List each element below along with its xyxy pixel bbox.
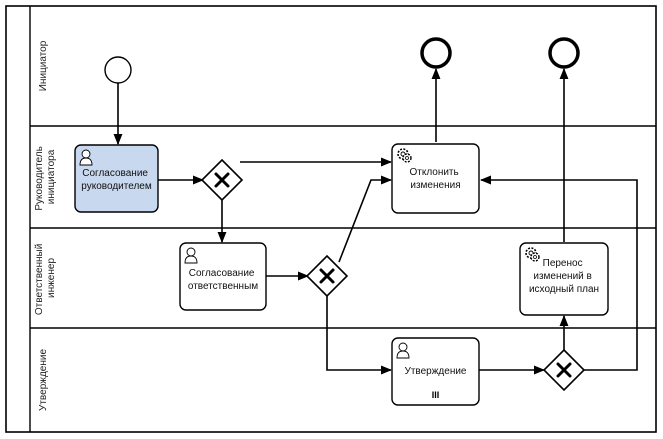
task-label: руководителем (81, 181, 152, 192)
svg-text:Инициатор: Инициатор (38, 40, 49, 91)
task-label: исходный план (529, 284, 599, 295)
x-icon (214, 172, 230, 188)
task-label: Отклонить (409, 167, 458, 178)
task-label: Перенос (543, 258, 583, 269)
lane-label: инженер (46, 258, 57, 298)
task-label: ответственным (188, 281, 258, 292)
task-label: Согласование (82, 168, 148, 179)
x-icon (319, 268, 335, 284)
exclusive-gateway[interactable] (200, 158, 244, 202)
svg-text:Согласование ответственн: Согласование ответственным (188, 268, 258, 292)
lane-label: инициатора (46, 149, 57, 204)
task-reject-changes[interactable]: Отклонить изменения (391, 143, 480, 214)
lane-label: Инициатор (38, 40, 49, 91)
flow-gateway2-to-reject (338, 175, 393, 263)
exclusive-gateway[interactable] (542, 348, 586, 392)
task-label: изменения (410, 180, 460, 191)
multi-instance-marker: III (432, 390, 440, 400)
task-label: Согласование (189, 268, 255, 279)
exclusive-gateway[interactable] (305, 254, 349, 298)
user-icon (79, 149, 93, 166)
lane-approval: Утверждение (38, 349, 49, 411)
task-label: изменений в (533, 271, 591, 282)
task-approval-manager[interactable]: Согласование руководителем (74, 144, 159, 213)
gear-icon (525, 247, 540, 262)
svg-text:Отклонить изменения: Отклонить изменения (409, 167, 461, 191)
svg-text:Согласование руководител: Согласование руководителем (81, 168, 152, 192)
lane-label: Утверждение (38, 349, 49, 411)
task-transfer-changes[interactable]: Перенос изменений в исходный план (519, 242, 609, 316)
task-label: Утверждение (404, 366, 466, 377)
user-icon (396, 342, 410, 359)
flow-gateway3-to-reject (479, 175, 638, 371)
start-event[interactable] (104, 56, 132, 84)
gear-icon (397, 148, 412, 163)
end-event[interactable] (548, 37, 580, 69)
sequence-flows (113, 67, 638, 375)
svg-text:Утверждение: Утверждение (38, 349, 49, 411)
lane-label: Руководитель (34, 146, 45, 210)
x-icon (556, 362, 572, 378)
svg-text:Руководитель инициатора: Руководитель инициатора (34, 143, 57, 210)
lane-initiator: Инициатор (38, 40, 49, 91)
lane-label: Ответственный (34, 244, 45, 315)
end-event[interactable] (420, 37, 452, 69)
lane-manager: Руководитель инициатора (34, 143, 57, 210)
lane-engineer: Ответственный инженер (34, 241, 57, 315)
task-approval-final[interactable]: Утверждение III (391, 337, 480, 406)
flow-gateway2-to-approval (326, 296, 393, 375)
svg-text:Перенос изменений в: Перенос изменений в исходный план (529, 258, 599, 295)
user-icon (184, 247, 198, 264)
svg-text:Ответственный инженер: Ответственный инженер (34, 241, 57, 315)
svg-text:Утверждение: Утверждение (404, 366, 466, 377)
task-approval-engineer[interactable]: Согласование ответственным (179, 242, 267, 311)
